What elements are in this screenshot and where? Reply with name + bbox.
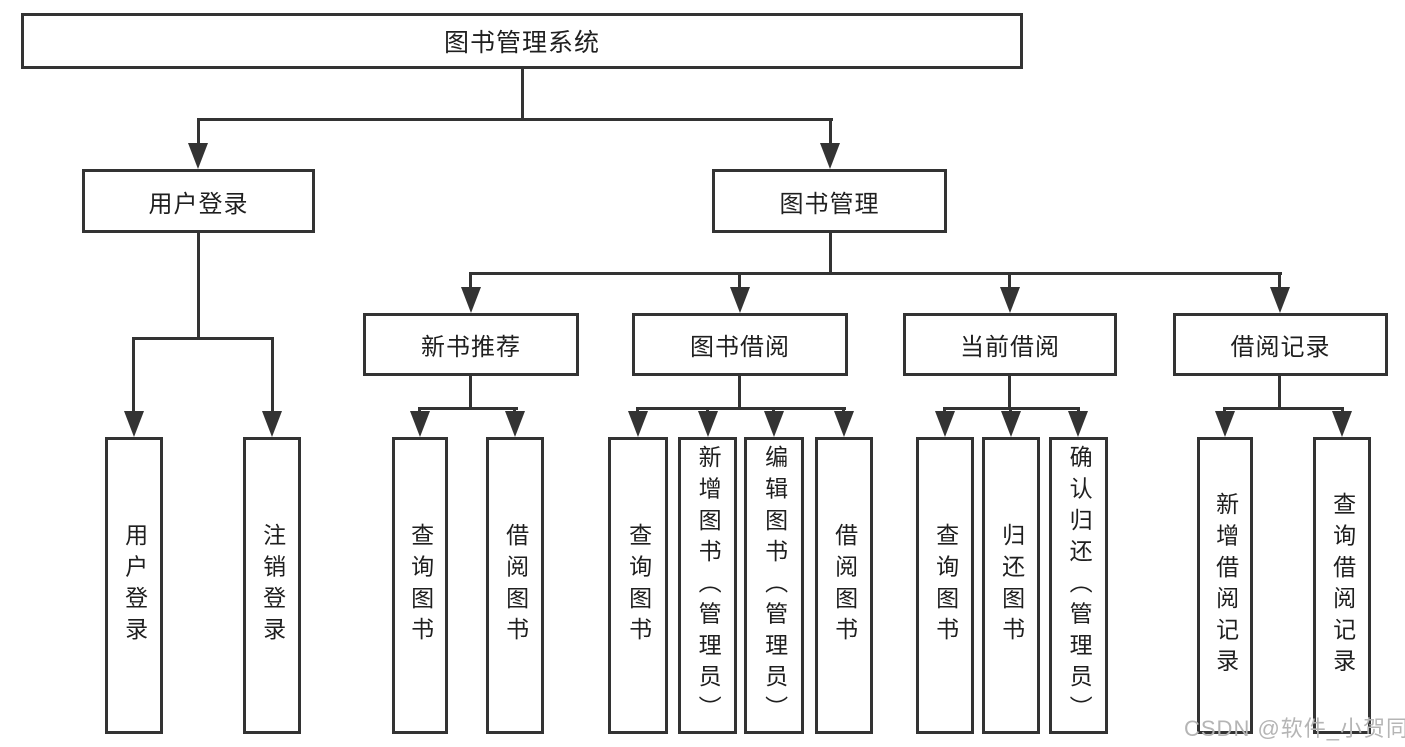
connector-line — [1223, 407, 1344, 410]
node-label: 归还图书 — [998, 522, 1025, 649]
node-label: 用户登录 — [121, 522, 148, 649]
node-return-books: 归还图书 — [982, 437, 1040, 734]
connector-line — [829, 118, 832, 148]
node-current-borrow: 当前借阅 — [903, 313, 1117, 376]
connector-line — [1341, 407, 1344, 414]
node-label: 查询图书 — [625, 522, 652, 649]
connector-line — [197, 118, 833, 121]
arrow-down-icon — [764, 411, 784, 437]
node-label: 借阅图书 — [831, 522, 858, 649]
arrow-down-icon — [410, 411, 430, 437]
connector-line — [943, 407, 946, 414]
connector-line — [738, 272, 741, 290]
arrow-down-icon — [834, 411, 854, 437]
arrow-down-icon — [698, 411, 718, 437]
connector-line — [636, 407, 639, 414]
node-borrow-records: 借阅记录 — [1173, 313, 1388, 376]
node-user-login-leaf: 用户登录 — [105, 437, 163, 734]
connector-line — [1008, 376, 1011, 410]
connector-line — [418, 407, 421, 414]
node-label: 确认归还（管理员） — [1066, 444, 1093, 727]
arrow-down-icon — [505, 411, 525, 437]
connector-line — [132, 337, 135, 413]
connector-line — [1223, 407, 1226, 414]
connector-line — [418, 407, 518, 410]
node-label: 查询图书 — [407, 522, 434, 649]
node-user-login: 用户登录 — [82, 169, 315, 233]
arrow-down-icon — [1270, 287, 1290, 313]
arrow-down-icon — [461, 287, 481, 313]
connector-line — [197, 233, 200, 340]
connector-line — [469, 272, 1282, 275]
node-add-borrow-record: 新增借阅记录 — [1197, 437, 1253, 734]
node-book-management: 图书管理 — [712, 169, 947, 233]
connector-line — [1077, 407, 1080, 414]
connector-line — [469, 376, 472, 410]
connector-line — [521, 69, 524, 118]
node-book-borrow: 图书借阅 — [632, 313, 848, 376]
arrow-down-icon — [1215, 411, 1235, 437]
node-edit-books-admin: 编辑图书（管理员） — [744, 437, 804, 734]
arrow-down-icon — [124, 411, 144, 437]
connector-line — [271, 337, 274, 413]
node-query-books-recommend: 查询图书 — [392, 437, 448, 734]
node-new-book-recommend: 新书推荐 — [363, 313, 579, 376]
arrow-down-icon — [1332, 411, 1352, 437]
connector-line — [706, 407, 709, 414]
connector-line — [1008, 272, 1011, 290]
arrow-down-icon — [262, 411, 282, 437]
node-label: 查询借阅记录 — [1329, 491, 1356, 680]
connector-line — [842, 407, 845, 414]
node-label: 查询图书 — [932, 522, 959, 649]
connector-line — [738, 376, 741, 410]
arrow-down-icon — [1068, 411, 1088, 437]
node-library-management-system: 图书管理系统 — [21, 13, 1023, 69]
node-borrow-books: 借阅图书 — [815, 437, 873, 734]
connector-line — [1278, 376, 1281, 410]
node-label: 注销登录 — [259, 522, 286, 649]
node-logout: 注销登录 — [243, 437, 301, 734]
connector-line — [1009, 407, 1012, 414]
node-query-borrow-record: 查询借阅记录 — [1313, 437, 1371, 734]
arrow-down-icon — [1000, 287, 1020, 313]
arrow-down-icon — [730, 287, 750, 313]
connector-line — [829, 233, 832, 275]
connector-line — [1278, 272, 1281, 290]
connector-line — [132, 337, 274, 340]
connector-line — [469, 272, 472, 290]
arrow-down-icon — [1001, 411, 1021, 437]
node-label: 新增图书（管理员） — [695, 444, 722, 727]
arrow-down-icon — [820, 143, 840, 169]
arrow-down-icon — [628, 411, 648, 437]
node-label: 新增借阅记录 — [1212, 491, 1239, 680]
node-confirm-return-admin: 确认归还（管理员） — [1049, 437, 1108, 734]
connector-line — [772, 407, 775, 414]
node-label: 编辑图书（管理员） — [761, 444, 788, 727]
arrow-down-icon — [188, 143, 208, 169]
node-add-books-admin: 新增图书（管理员） — [678, 437, 737, 734]
watermark: CSDN @软件_小贺同学 — [1184, 716, 1405, 741]
connector-line — [513, 407, 516, 414]
node-label: 借阅图书 — [502, 522, 529, 649]
connector-line — [197, 118, 200, 148]
node-borrow-books-recommend: 借阅图书 — [486, 437, 544, 734]
node-query-books-borrow: 查询图书 — [608, 437, 668, 734]
node-query-books-current: 查询图书 — [916, 437, 974, 734]
arrow-down-icon — [935, 411, 955, 437]
connector-line — [636, 407, 846, 410]
